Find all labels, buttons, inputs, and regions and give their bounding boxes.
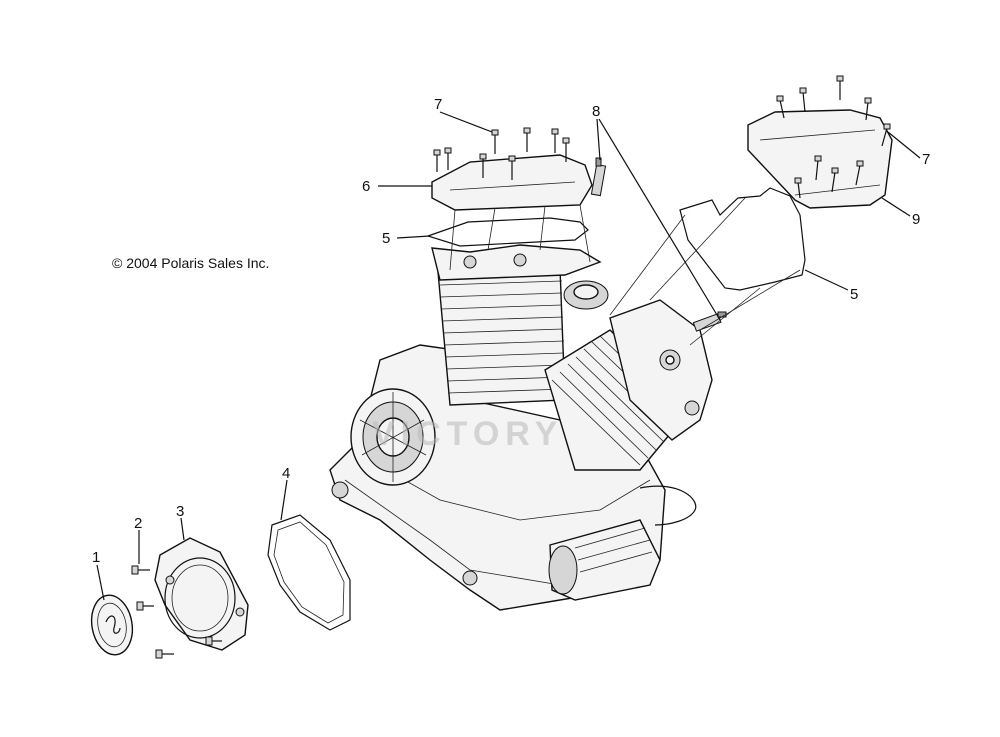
starter-motor	[548, 519, 661, 601]
rear-cylinder	[544, 280, 713, 471]
callout-6: 6	[362, 178, 370, 195]
rear-rocker-gasket	[679, 187, 806, 291]
copyright-notice: © 2004 Polaris Sales Inc.	[112, 255, 270, 271]
front-rocker-cover	[431, 154, 593, 211]
sensor-wire	[639, 485, 697, 526]
leader-lines	[96, 111, 921, 601]
primary-cover-gasket	[267, 514, 351, 631]
callout-5-front: 5	[382, 230, 390, 247]
medallion	[90, 594, 134, 656]
front-assembly-lines	[449, 204, 591, 271]
callout-1: 1	[92, 549, 100, 566]
primary-gear	[350, 388, 436, 486]
rear-cover-bolts	[776, 75, 891, 199]
cover-bolts	[131, 565, 222, 659]
front-cover-bolts	[433, 127, 570, 180]
primary-cover	[154, 537, 249, 651]
watermark: VICTORY	[372, 415, 563, 453]
spark-plug-front	[590, 157, 607, 197]
callout-3: 3	[176, 503, 184, 520]
front-cylinder	[431, 244, 602, 406]
callout-7-front: 7	[434, 96, 442, 113]
callout-8: 8	[592, 103, 600, 120]
spark-plug-rear	[692, 311, 727, 332]
callout-7-rear: 7	[922, 151, 930, 168]
rear-assembly-lines	[609, 197, 801, 346]
callout-2: 2	[134, 515, 142, 532]
callout-4: 4	[282, 465, 290, 482]
callout-9: 9	[912, 211, 920, 228]
callout-5-rear: 5	[850, 286, 858, 303]
